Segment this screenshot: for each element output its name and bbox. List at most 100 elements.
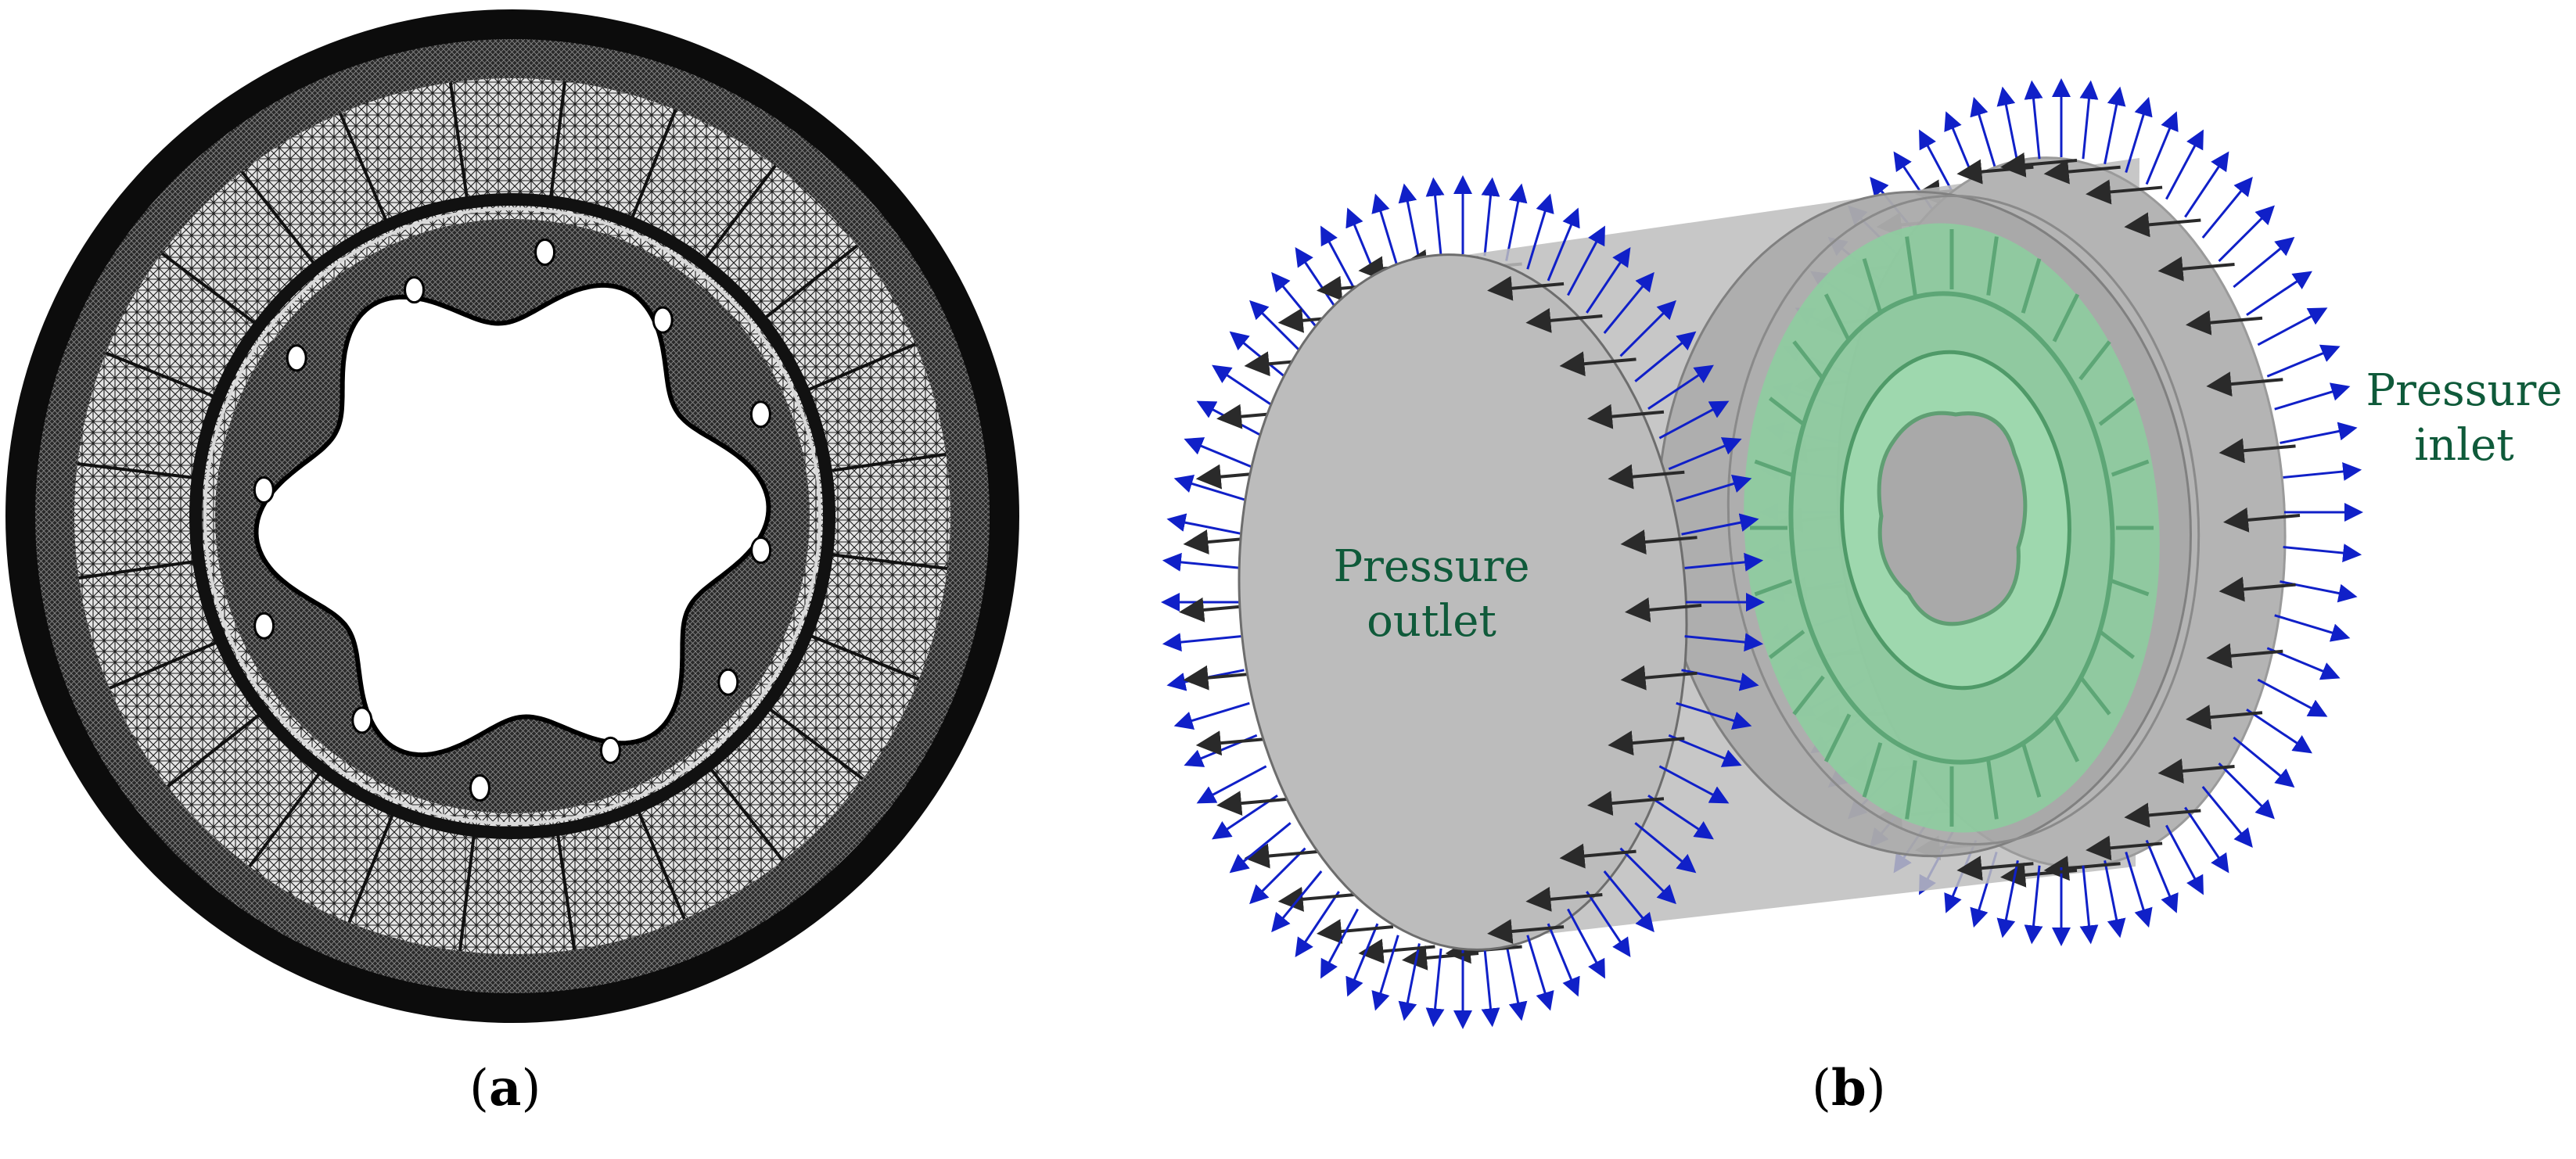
radial-segment-line	[347, 813, 395, 924]
normal-arrow	[1505, 943, 1528, 1021]
normal-arrow	[2283, 462, 2362, 481]
normal-arrow	[1229, 822, 1292, 874]
inlet-label-line1: Pressure	[2366, 365, 2563, 416]
normal-arrow	[2024, 80, 2043, 160]
bolt-hole	[286, 344, 307, 372]
flow-arrow	[1216, 791, 1294, 816]
normal-arrow	[1647, 794, 1714, 840]
normal-arrow	[2257, 678, 2328, 717]
inlet-label-line2: inlet	[2414, 420, 2514, 471]
normal-arrow	[1668, 437, 1742, 471]
normal-arrow	[1567, 225, 1605, 296]
normal-arrow	[2233, 236, 2295, 289]
flow-arrow	[1608, 464, 1685, 490]
normal-arrow	[2024, 865, 2043, 945]
radial-segment-line	[807, 343, 916, 392]
normal-arrow	[1212, 364, 1278, 411]
brake-disc-vane	[1862, 258, 1883, 314]
brake-disc-vane	[1986, 760, 1999, 820]
normal-arrow	[1684, 633, 1764, 652]
normal-arrow	[2104, 86, 2126, 165]
flow-arrow	[2086, 179, 2163, 205]
normal-arrow	[1676, 474, 1752, 503]
caption-a-letter: a	[488, 1059, 522, 1118]
normal-arrow	[2283, 544, 2362, 562]
flow-arrow	[1587, 404, 1665, 429]
normal-arrow	[1547, 923, 1580, 997]
flow-arrow	[2219, 576, 2296, 602]
radial-segment-line	[78, 559, 196, 580]
normal-arrow	[2274, 382, 2351, 411]
disc-center-opening	[253, 282, 771, 758]
outlet-label-line1: Pressure	[1333, 541, 1530, 592]
normal-arrow	[1371, 935, 1399, 1011]
flow-arrow	[2157, 256, 2235, 282]
radial-segment-line	[630, 109, 677, 220]
brake-disc-vane	[2052, 293, 2080, 343]
flow-arrow	[1620, 665, 1698, 691]
normal-arrow	[1229, 331, 1292, 382]
panel-b-cfd-domain	[1161, 78, 2363, 1029]
disc-inner-band-light	[203, 207, 821, 825]
flow-arrow	[1525, 886, 1603, 912]
brake-disc-vane	[1823, 293, 1852, 343]
brake-disc-vane	[1823, 713, 1852, 762]
radial-segment-line	[637, 810, 686, 920]
flow-arrow	[1559, 843, 1636, 869]
normal-arrow	[1398, 183, 1421, 261]
radial-segment-line	[458, 834, 476, 952]
brake-disc-model	[1744, 223, 2160, 833]
normal-arrow	[1320, 908, 1359, 979]
normal-arrow	[1295, 891, 1340, 957]
normal-arrow	[2266, 344, 2341, 378]
outlet-label-line2: outlet	[1367, 596, 1496, 647]
normal-arrow	[1681, 513, 1759, 536]
normal-arrow	[2201, 176, 2253, 239]
brake-disc-vane	[2052, 713, 2080, 762]
normal-arrow	[1173, 474, 1250, 503]
radial-segment-line	[763, 244, 858, 320]
normal-arrow	[1173, 702, 1250, 730]
normal-arrow	[1162, 552, 1241, 572]
normal-arrow	[2246, 271, 2312, 317]
brake-disc-vane	[2021, 742, 2042, 798]
flow-arrow	[2186, 705, 2263, 730]
radial-segment-line	[709, 767, 785, 862]
normal-arrow	[1603, 870, 1654, 933]
caption-b-open: (	[1812, 1060, 1831, 1118]
normal-arrow	[1658, 400, 1730, 440]
normal-arrow	[2079, 80, 2099, 160]
normal-arrow	[1481, 177, 1500, 257]
flow-arrow	[1244, 843, 1321, 869]
brake-disc-vane	[2111, 579, 2150, 597]
flow-arrow	[1195, 730, 1273, 756]
flow-arrow	[1625, 597, 1702, 623]
normal-arrow	[1567, 908, 1605, 979]
normal-arrow	[1676, 702, 1752, 730]
normal-arrow	[2246, 708, 2312, 754]
radial-segment-line	[105, 351, 216, 399]
flow-arrow	[1525, 307, 1603, 333]
flow-arrow	[1402, 945, 1479, 971]
bolt-hole	[750, 536, 772, 565]
normal-arrow	[1481, 948, 1500, 1028]
normal-arrow	[1271, 271, 1323, 334]
normal-arrow	[1271, 870, 1323, 933]
brake-disc-vane	[1792, 340, 1825, 381]
flow-arrow	[2000, 862, 2078, 888]
radial-segment-line	[448, 82, 469, 199]
radial-segment-line	[248, 771, 322, 868]
normal-arrow	[1970, 96, 1998, 173]
flow-arrow	[1956, 856, 2034, 881]
brake-disc-vane	[1905, 760, 1917, 820]
boundary-arrows-front	[1487, 78, 2363, 1011]
flow-arrow	[2186, 310, 2263, 336]
caption-a-open: (	[469, 1060, 489, 1118]
normal-arrow	[1196, 765, 1267, 804]
normal-arrow	[1166, 513, 1245, 536]
disc-zone-inner	[1726, 194, 2201, 846]
normal-arrow	[1547, 207, 1580, 282]
normal-arrow	[1603, 271, 1654, 334]
flow-arrow	[1316, 919, 1394, 944]
